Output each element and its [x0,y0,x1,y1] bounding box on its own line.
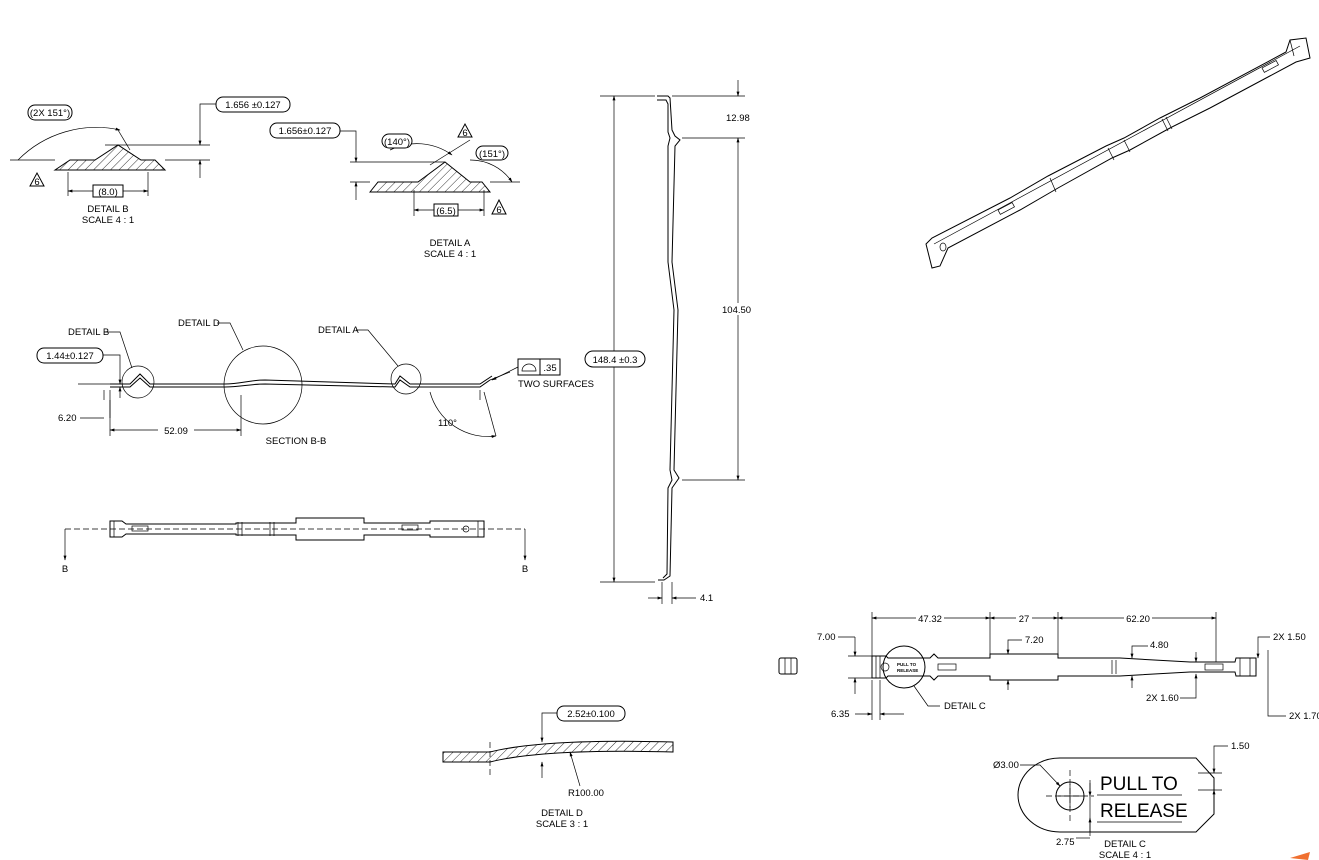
section-tolerance: 1.44±0.127 [46,351,93,362]
detail-c-text-1: PULL TO [1100,774,1178,795]
section-profile-bottom [110,377,491,388]
svg-text:6: 6 [462,128,467,139]
detail-d: 2.52±0.100 R100.00 DETAIL D SCALE 3 : 1 [442,705,674,830]
detail-c-dim-1-50: 1.50 [1231,741,1250,752]
detail-d-tolerance: 2.52±0.100 [567,709,614,720]
detail-b: (2X 151°) 1.656 ±0.127 6 (8.0) DETAIL B … [10,96,291,226]
detail-d-scale: SCALE 3 : 1 [536,819,588,830]
detail-c-text-2: RELEASE [1100,801,1188,822]
detail-a-scale: SCALE 4 : 1 [424,249,476,260]
dim-7-00: 7.00 [817,632,836,643]
top-view: PULL TO RELEASE 47.32 27 62.20 7.00 7.20… [778,612,1319,722]
dim-2x-1-50: 2X 1.50 [1273,632,1306,643]
detail-b-tolerance: 1.656 ±0.127 [225,100,280,111]
dim-2x-1-60: 2X 1.60 [1146,693,1179,704]
detail-c-scale: SCALE 4 : 1 [1099,850,1151,860]
svg-text:6: 6 [34,177,39,188]
tab-circle [882,645,926,689]
dim-52-09: 52.09 [164,426,188,437]
section-detail-a-label: DETAIL A [318,325,359,336]
detail-c: PULL TO RELEASE Ø3.00 1.50 2.75 DETAIL C… [993,741,1250,860]
end-view-small [778,657,798,675]
detail-b-width: (8.0) [98,187,118,198]
dim-104-50: 104.50 [722,305,751,316]
angle-110: 110° [438,418,457,429]
dim-47-32: 47.32 [918,614,942,625]
detail-d-circle [223,345,303,425]
dim-6-35: 6.35 [831,709,850,720]
detail-d-title: DETAIL D [541,808,583,819]
detail-a-angle-140: (140°) [384,137,410,148]
dim-7-20: 7.20 [1025,635,1044,646]
detail-a: 1.656±0.127 (140°) (151°) 6 (6.5) 6 DETA… [269,122,520,260]
detail-a-flag-top [457,122,473,138]
detail-a-circle [390,363,422,395]
plan-strap-outline [109,517,485,541]
detail-b-scale: SCALE 4 : 1 [82,215,134,226]
section-detail-b-label: DETAIL B [68,327,109,338]
detail-c-title: DETAIL C [1104,839,1146,850]
section-detail-d-label: DETAIL D [178,318,220,329]
dim-27: 27 [1019,614,1030,625]
section-profile-top [110,373,493,385]
section-b-b: DETAIL B DETAIL D DETAIL A 1.44±0.127 .3… [36,318,594,447]
dim-6-20: 6.20 [58,413,77,424]
detail-a-width: (6.5) [436,206,456,217]
dim-62-20: 62.20 [1126,614,1150,625]
detail-a-angle-151: (151°) [479,149,505,160]
detail-a-title: DETAIL A [430,238,471,249]
dim-2x-1-70: 2X 1.70 [1289,711,1319,722]
detail-b-angle: (2X 151°) [30,108,70,119]
plan-view: B B [62,517,528,575]
side-view: 148.4 ±0.3 12.98 104.50 4.1 [584,80,754,604]
cut-label-left: B [62,564,68,575]
detail-c-tab [1017,757,1215,833]
detail-c-dim-2-75: 2.75 [1056,837,1075,848]
side-profile-right [657,99,675,579]
detail-d-radius: R100.00 [568,788,604,799]
detail-a-tolerance: 1.656±0.127 [279,126,332,137]
dim-148-4: 148.4 ±0.3 [593,355,638,366]
tab-text-1: PULL TO [897,662,917,667]
detail-b-flag [29,171,45,187]
dim-4-1: 4.1 [700,593,713,604]
iso-strap [925,37,1311,269]
side-profile-left [657,95,681,581]
section-title: SECTION B-B [266,436,327,447]
corner-mark [1290,852,1310,860]
two-surfaces-note: TWO SURFACES [518,379,594,390]
detail-b-title: DETAIL B [87,204,128,215]
detail-c-diameter: Ø3.00 [993,760,1019,771]
dim-4-80: 4.80 [1150,640,1169,651]
isometric-view [925,37,1311,269]
detail-c-callout: DETAIL C [944,701,986,712]
svg-text:6: 6 [496,205,501,216]
dim-12-98: 12.98 [726,113,750,124]
detail-a-flag-bottom [491,198,507,215]
detail-d-section [442,740,674,763]
detail-b-section [53,144,167,171]
flatness-value: .35 [543,363,556,374]
top-strap-outline [871,653,1257,681]
detail-a-section [368,161,492,193]
cut-label-right: B [522,564,528,575]
detail-b-circle [121,365,155,399]
tab-text-2: RELEASE [897,668,918,673]
